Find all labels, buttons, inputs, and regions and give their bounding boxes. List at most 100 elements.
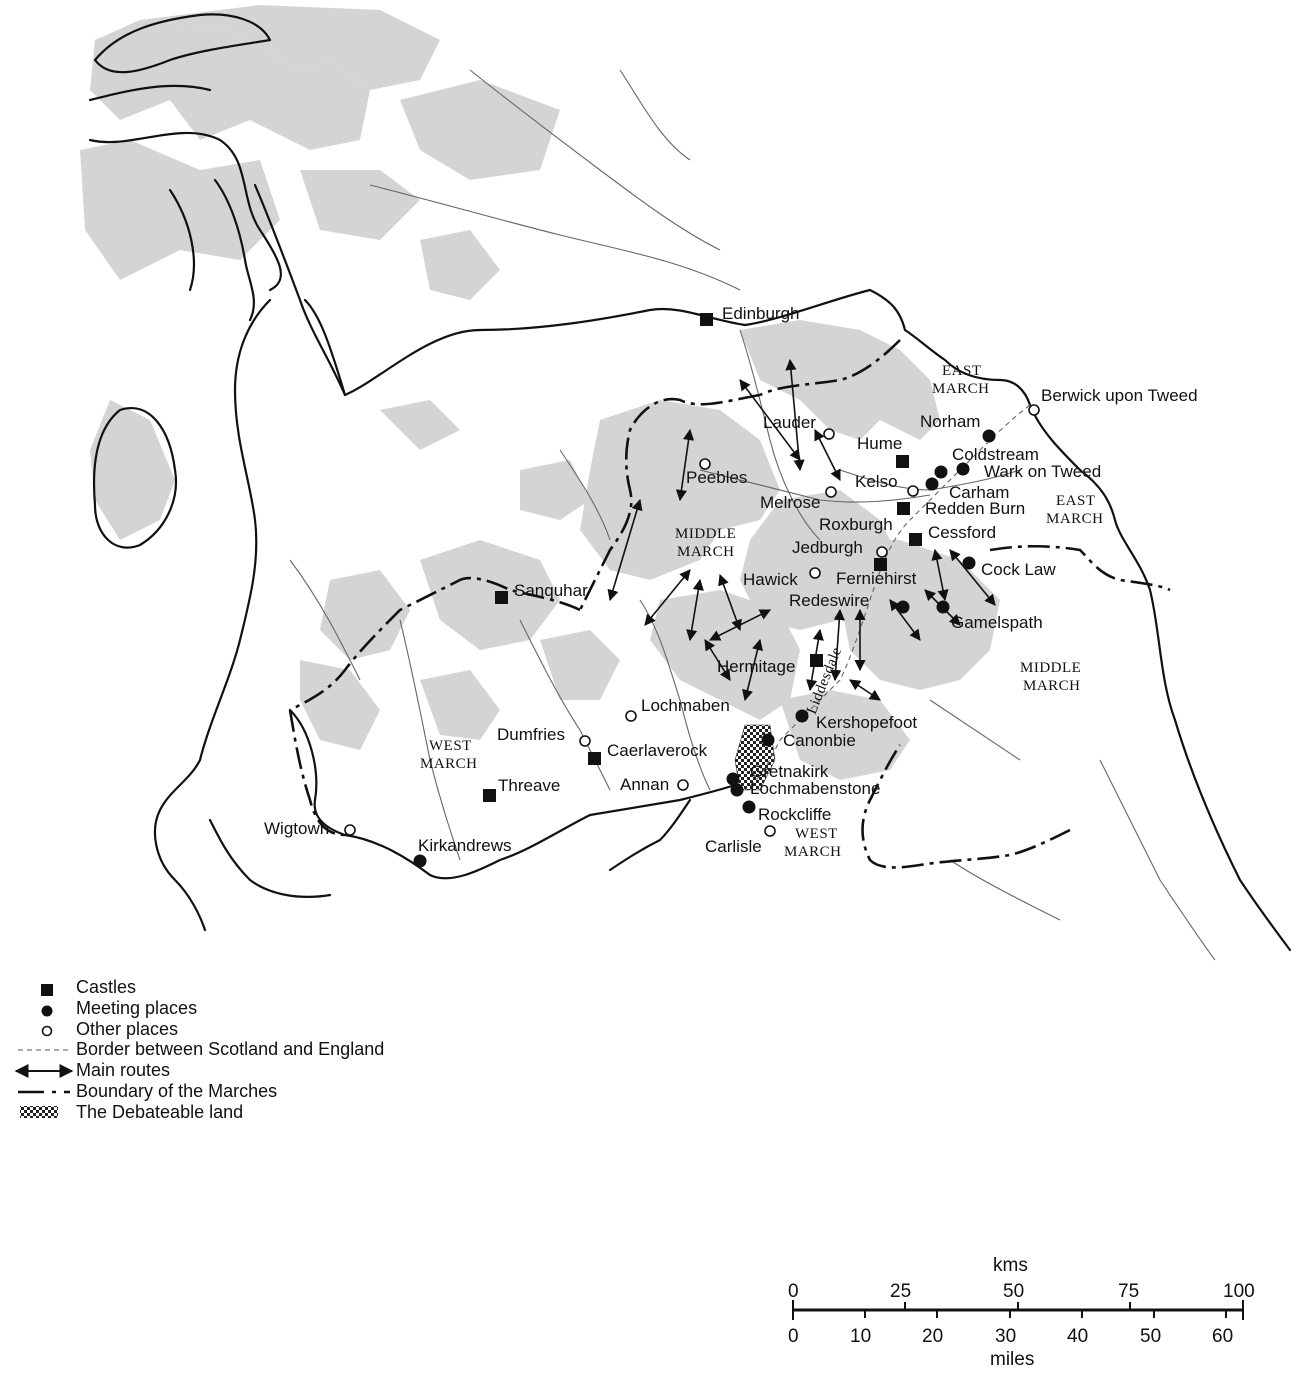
label-middle-march-eng-2: MARCH — [1023, 678, 1081, 694]
label-wark: Wark on Tweed — [984, 462, 1101, 481]
place-marker-melrose — [825, 486, 837, 498]
scale-mile-tick-40: 40 — [1067, 1326, 1088, 1347]
label-berwick: Berwick upon Tweed — [1041, 386, 1198, 405]
scale-mile-tick-30: 30 — [995, 1326, 1016, 1347]
scale-kms-label: kms — [993, 1255, 1028, 1276]
castle-marker-caerlaverock — [588, 752, 601, 765]
castle-marker-roxburgh — [897, 502, 910, 515]
label-roxburgh: Roxburgh — [819, 515, 893, 534]
castle-marker-hume — [896, 455, 909, 468]
place-marker-jedburgh — [876, 546, 888, 558]
meeting-marker-gretnakirk — [726, 772, 740, 786]
castle-marker-ferniehirst — [874, 558, 887, 571]
scale-miles-label: miles — [990, 1349, 1034, 1370]
meeting-marker-rockcliffe — [742, 800, 756, 814]
meeting-marker-canonbie — [761, 733, 775, 747]
meeting-place-markers — [413, 429, 996, 868]
upland-shading — [80, 5, 1000, 780]
legend-meeting-symbol — [41, 1005, 53, 1017]
label-cessford: Cessford — [928, 523, 996, 542]
legend-border: Border between Scotland and England — [76, 1039, 384, 1059]
label-carlisle: Carlisle — [705, 837, 762, 856]
legend-boundary: Boundary of the Marches — [76, 1081, 277, 1101]
label-melrose: Melrose — [760, 493, 820, 512]
scale-mile-tick-50: 50 — [1140, 1326, 1161, 1347]
place-marker-annan — [677, 779, 689, 791]
label-west-march-eng-1: WEST — [795, 826, 838, 842]
label-cock-law: Cock Law — [981, 560, 1056, 579]
meeting-marker-norham — [982, 429, 996, 443]
label-wigtown: Wigtown — [264, 819, 329, 838]
other-place-markers — [344, 404, 1040, 837]
place-marker-carlisle — [764, 825, 776, 837]
meeting-marker-redeswire — [896, 600, 910, 614]
label-hume: Hume — [857, 434, 902, 453]
label-hermitage: Hermitage — [717, 657, 795, 676]
legend-routes: Main routes — [76, 1060, 170, 1080]
march-labels: EAST MARCH EAST MARCH MIDDLE MARCH MIDDL… — [420, 363, 1104, 860]
label-kirkandrews: Kirkandrews — [418, 836, 512, 855]
scale-mile-tick-10: 10 — [850, 1326, 871, 1347]
march-boundaries — [288, 339, 1171, 869]
legend-debateable: The Debateable land — [76, 1102, 243, 1122]
label-sanquhar: Sanquhar — [514, 581, 588, 600]
legend-meeting: Meeting places — [76, 998, 197, 1018]
legend-castle-symbol — [41, 984, 53, 996]
label-coldstream: Coldstream — [952, 445, 1039, 464]
label-redeswire: Redeswire — [789, 591, 869, 610]
scale-km-ticks — [792, 1300, 1244, 1320]
label-east-march-eng-1: EAST — [1056, 493, 1096, 509]
label-lochmabenstone: Lochmabenstone — [750, 779, 880, 798]
label-gretnakirk: Gretnakirk — [750, 762, 829, 781]
label-carham: Carham — [949, 483, 1009, 502]
label-kelso: Kelso — [855, 472, 898, 491]
castle-marker-threave — [483, 789, 496, 802]
label-canonbie: Canonbie — [783, 731, 856, 750]
scale-km-tick-0: 0 — [788, 1281, 799, 1302]
label-west-march-scot-2: MARCH — [420, 756, 478, 772]
label-threave: Threave — [498, 776, 560, 795]
label-norham: Norham — [920, 412, 980, 431]
place-marker-hawick — [809, 567, 821, 579]
label-east-march-scot-1: EAST — [942, 363, 982, 379]
label-hawick: Hawick — [743, 570, 798, 589]
place-marker-peebles — [699, 458, 711, 470]
scale-bar: kms 0 25 50 75 100 0 10 20 30 40 50 60 m… — [788, 1255, 1255, 1370]
castle-marker-sanquhar — [495, 591, 508, 604]
label-west-march-eng-2: MARCH — [784, 844, 842, 860]
label-middle-march-scot-2: MARCH — [677, 544, 735, 560]
place-marker-lauder — [823, 428, 835, 440]
legend-other-symbol — [41, 1025, 53, 1037]
meeting-marker-cock-law — [962, 556, 976, 570]
place-marker-lochmaben — [625, 710, 637, 722]
rivers — [289, 69, 1216, 961]
label-middle-march-scot-1: MIDDLE — [675, 526, 736, 542]
anglo-scottish-border — [744, 404, 1031, 791]
coastline — [88, 13, 1292, 952]
label-redden-burn: Redden Burn — [925, 499, 1025, 518]
label-jedburgh: Jedburgh — [792, 538, 863, 557]
label-kershopefoot: Kershopefoot — [816, 713, 917, 732]
legend-castles: Castles — [76, 977, 136, 997]
label-edinburgh: Edinburgh — [722, 304, 800, 323]
label-lochmaben: Lochmaben — [641, 696, 730, 715]
meeting-marker-wark — [956, 462, 970, 476]
castle-marker-edinburgh — [700, 313, 713, 326]
meeting-marker-coldstream — [934, 465, 948, 479]
place-marker-kelso — [907, 485, 919, 497]
scale-mile-tick-20: 20 — [922, 1326, 943, 1347]
label-annan: Annan — [620, 775, 669, 794]
castle-marker-hermitage — [810, 654, 823, 667]
meeting-marker-lochmabenstone — [730, 783, 744, 797]
meeting-marker-kershopefoot — [795, 709, 809, 723]
label-caerlaverock: Caerlaverock — [607, 741, 708, 760]
label-middle-march-eng-1: MIDDLE — [1020, 660, 1081, 676]
label-gamelspath: Gamelspath — [951, 613, 1043, 632]
meeting-marker-carham — [925, 477, 939, 491]
label-peebles: Peebles — [686, 468, 747, 487]
label-east-march-eng-2: MARCH — [1046, 511, 1104, 527]
castle-markers — [483, 313, 922, 802]
scale-mile-tick-60: 60 — [1212, 1326, 1233, 1347]
label-west-march-scot-1: WEST — [429, 738, 472, 754]
